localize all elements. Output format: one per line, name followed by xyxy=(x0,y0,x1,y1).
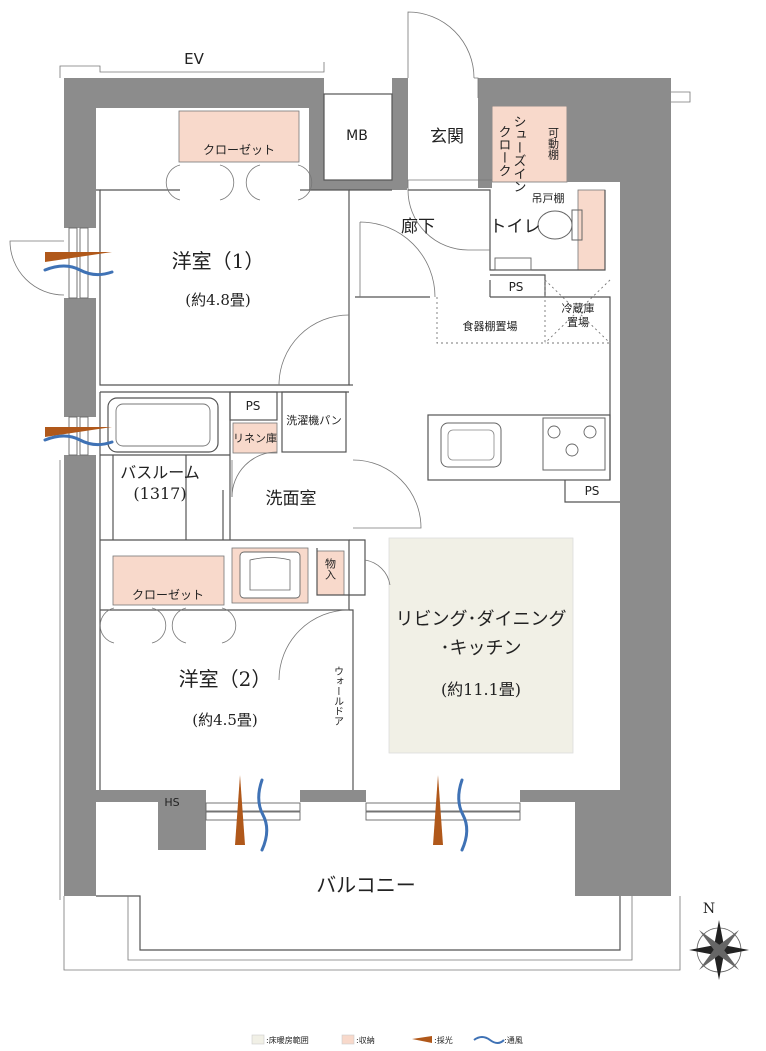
legend-light-arrow-icon xyxy=(412,1036,432,1043)
storage-label: 物入 xyxy=(324,557,337,580)
toilet-label: トイレ xyxy=(490,217,541,237)
interior-walls xyxy=(96,93,620,790)
ps-kitchen-label: PS xyxy=(585,484,600,498)
balcony xyxy=(59,460,681,971)
legend-label-wind: :通風 xyxy=(504,1035,523,1045)
floor-heating-area xyxy=(388,537,574,754)
windows xyxy=(68,227,521,821)
legend-wind-icon xyxy=(473,1036,505,1044)
closet-2-fill xyxy=(112,555,225,606)
fridge-label-1: 冷蔵庫 xyxy=(562,301,595,315)
fridge-label-2: 置場 xyxy=(567,316,589,329)
linen-label: リネン庫 xyxy=(233,431,277,445)
dish-shelf-label: 食器棚置場 xyxy=(463,319,518,333)
north-compass xyxy=(689,920,749,980)
legend-label-storage: :収納 xyxy=(356,1035,375,1045)
shoes-in-cloak-label-1: シューズイン xyxy=(511,115,526,193)
genkan-label: 玄関 xyxy=(430,127,464,147)
ps-toilet-label: PS xyxy=(509,280,524,294)
corridor-label: 廊下 xyxy=(401,217,435,237)
bathroom-size: (1317) xyxy=(133,484,186,503)
mb-label: MB xyxy=(346,128,368,144)
walls xyxy=(64,78,671,896)
door-swings xyxy=(99,164,490,681)
balcony-label: バルコニー xyxy=(316,873,416,897)
closet-1-fill xyxy=(178,110,300,163)
legend-label-floor-heating: :床暖房範囲 xyxy=(266,1035,309,1045)
light-indicators xyxy=(45,252,443,845)
room1-title: 洋室（1） xyxy=(172,249,265,273)
legend-label-light: :採光 xyxy=(434,1035,453,1045)
hs-label: HS xyxy=(164,796,179,809)
ldk-size: (約11.1畳) xyxy=(441,680,521,699)
ldk-label-line2: ･キッチン xyxy=(441,638,522,659)
hanging-shelf-label: 吊戸棚 xyxy=(532,191,565,205)
legend-swatch-floor-heating xyxy=(251,1034,265,1045)
closet-2-label: クローゼット xyxy=(132,588,204,602)
legend-swatch-storage xyxy=(341,1034,355,1045)
room2-title: 洋室（2） xyxy=(179,667,272,691)
movable-shelf-label: 可動棚 xyxy=(547,127,560,161)
room2-size: (約4.5畳) xyxy=(192,711,258,729)
ldk-label-line1: リビング･ダイニング xyxy=(396,609,567,630)
ps-bath-label: PS xyxy=(246,399,261,413)
linen-fill xyxy=(232,422,278,454)
room1-size: (約4.8畳) xyxy=(185,291,251,309)
shoes-in-cloak-label-2: クローク xyxy=(496,125,511,177)
walk-door-label: ウォールドア xyxy=(332,666,344,726)
north-label: N xyxy=(703,901,715,917)
washroom-label: 洗面室 xyxy=(266,489,317,509)
bathroom-title: バスルーム xyxy=(120,463,200,482)
wind-indicators xyxy=(43,264,469,852)
legend: :床暖房範囲 :収納 :採光 :通風 xyxy=(251,1034,523,1045)
washer-pan-label: 洗濯機パン xyxy=(286,413,342,427)
closet-1-label: クローゼット xyxy=(203,143,275,157)
ev-label: EV xyxy=(184,50,204,68)
